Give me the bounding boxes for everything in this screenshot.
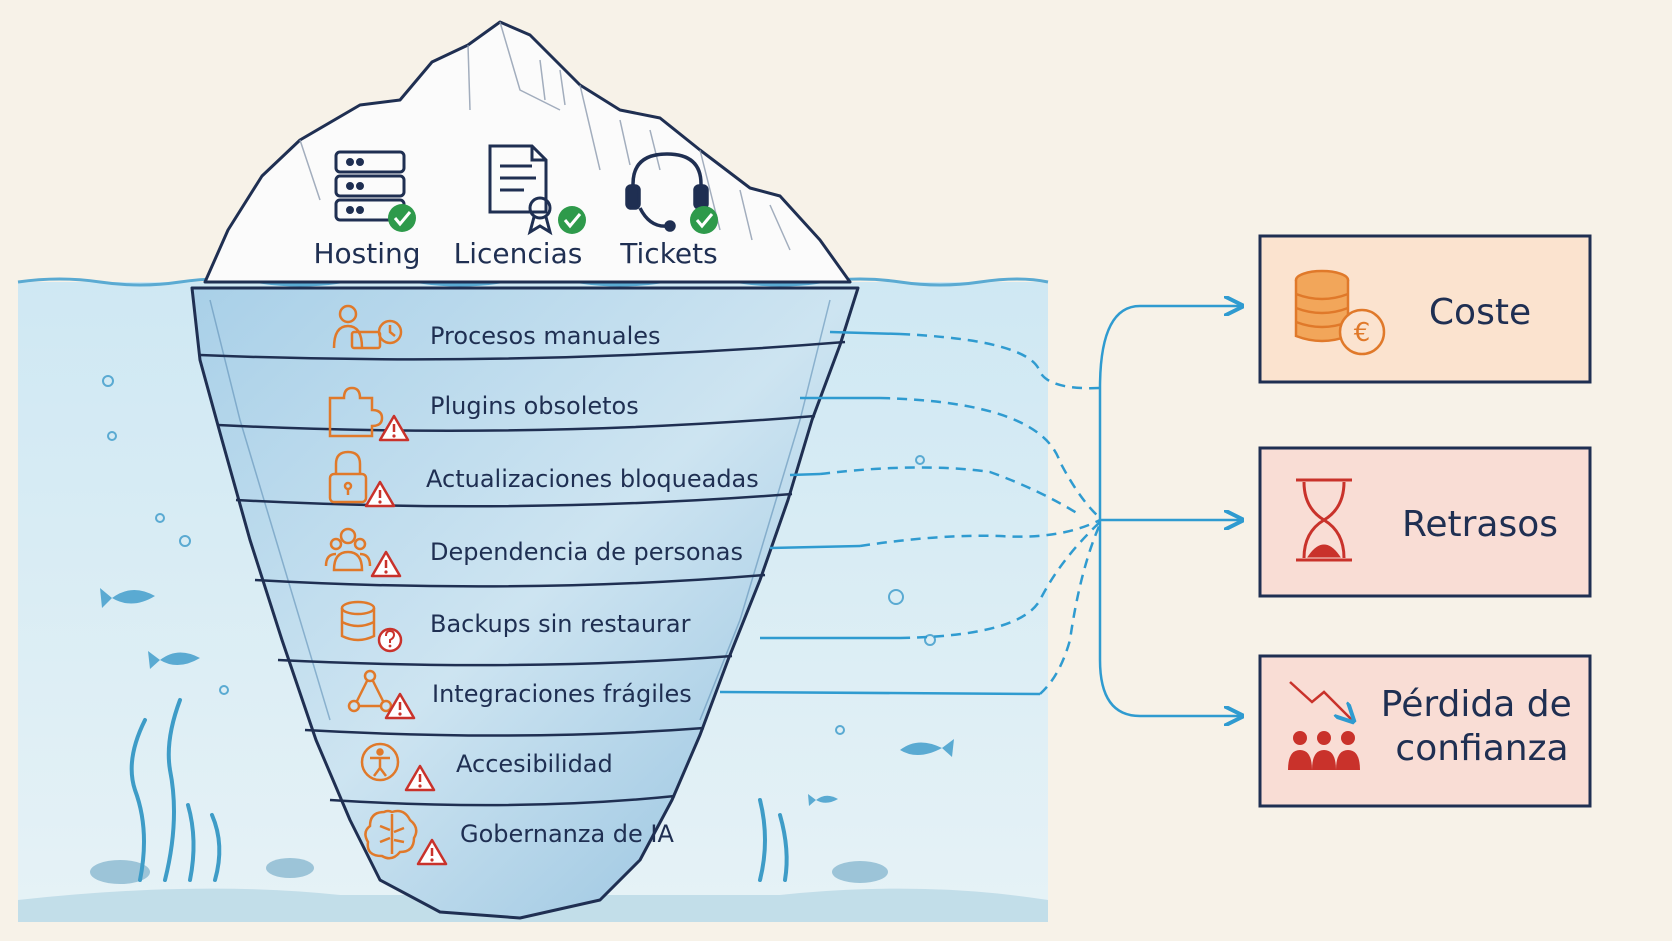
- certificate-icon: [488, 144, 553, 236]
- warning-icon: [404, 764, 436, 792]
- hourglass-icon: [1296, 478, 1352, 562]
- warning-icon: [364, 480, 396, 508]
- outcome-perdida-de-confianza: Pérdida de confianza: [1258, 654, 1592, 808]
- layer-plugins-obsoletos: Plugins obsoletos: [328, 386, 639, 442]
- rock: [832, 861, 888, 883]
- bubbles: [102, 375, 936, 735]
- outcome-label-line: Pérdida de: [1381, 684, 1572, 725]
- outcome-label: Pérdida de confianza: [1381, 684, 1583, 769]
- headset-icon: [625, 152, 709, 232]
- outcome-label-line: confianza: [1395, 728, 1568, 769]
- layer-label: Actualizaciones bloqueadas: [426, 465, 759, 493]
- outcome-label: Retrasos: [1402, 504, 1558, 545]
- coins-euro-icon: €: [1294, 269, 1386, 356]
- outcome-retrasos: Retrasos: [1258, 446, 1592, 598]
- puzzle-icon: [328, 386, 384, 438]
- layer-label: Backups sin restaurar: [430, 610, 691, 638]
- layer-label: Plugins obsoletos: [430, 392, 639, 420]
- layer-gobernanza-de-ia: Gobernanza de IA: [364, 809, 674, 866]
- fish-icon: [900, 739, 954, 757]
- people-icon: [324, 527, 372, 572]
- rock: [90, 860, 150, 884]
- tip-item-hosting: Hosting: [313, 150, 421, 270]
- body-shading: [209, 299, 831, 721]
- check-badge-icon: [558, 206, 586, 234]
- tip-label: Hosting: [313, 237, 420, 270]
- tip-item-tickets: Tickets: [619, 152, 718, 270]
- connectors: [719, 306, 1240, 716]
- database-icon: [340, 600, 376, 642]
- padlock-icon: [328, 450, 368, 504]
- layer-dependencia-de-personas: Dependencia de personas: [324, 527, 743, 578]
- check-badge-icon: [388, 204, 416, 232]
- fish-icon: [808, 794, 838, 806]
- outcome-coste: € Coste: [1258, 234, 1592, 384]
- person-laptop-clock-icon: [332, 304, 403, 350]
- layer-accesibilidad: Accesibilidad: [360, 742, 613, 792]
- layer-label: Integraciones frágiles: [432, 680, 692, 708]
- warning-icon: [378, 414, 410, 442]
- rock: [266, 858, 314, 878]
- seaweed-left: [129, 698, 222, 882]
- iceberg-body: [190, 286, 860, 920]
- outcome-box: [1258, 654, 1592, 808]
- fish-icon: [100, 588, 155, 608]
- brain-icon: [364, 809, 418, 860]
- layer-label: Gobernanza de IA: [460, 820, 674, 848]
- warning-icon: [416, 838, 448, 866]
- check-badge-icon: [690, 206, 718, 234]
- fish-icon: [148, 651, 200, 669]
- layer-actualizaciones-bloqueadas: Actualizaciones bloqueadas: [328, 450, 759, 508]
- layer-label: Dependencia de personas: [430, 538, 743, 566]
- layer-integraciones-fragiles: Integraciones frágiles: [347, 669, 692, 720]
- question-badge-icon: [377, 627, 403, 653]
- warning-icon: [370, 550, 402, 578]
- outcome-box: [1258, 446, 1592, 598]
- layer-label: Accesibilidad: [456, 750, 613, 778]
- seaweed-right: [758, 798, 789, 882]
- layer-label: Procesos manuales: [430, 322, 661, 350]
- trend-down-people-icon: [1288, 681, 1360, 770]
- tip-label: Licencias: [454, 237, 583, 270]
- tip-label: Tickets: [619, 237, 717, 270]
- tip-shading: [299, 21, 791, 251]
- warning-icon: [384, 692, 416, 720]
- network-icon: [347, 669, 393, 713]
- tip-item-licencias: Licencias: [454, 144, 586, 270]
- layer-procesos-manuales: Procesos manuales: [332, 304, 661, 350]
- outcome-label: Coste: [1429, 292, 1531, 333]
- accessibility-icon: [360, 742, 400, 782]
- svg-text:€: €: [1354, 318, 1371, 348]
- layer-backups-sin-restaurar: Backups sin restaurar: [340, 600, 691, 653]
- layer-dividers: [199, 340, 846, 807]
